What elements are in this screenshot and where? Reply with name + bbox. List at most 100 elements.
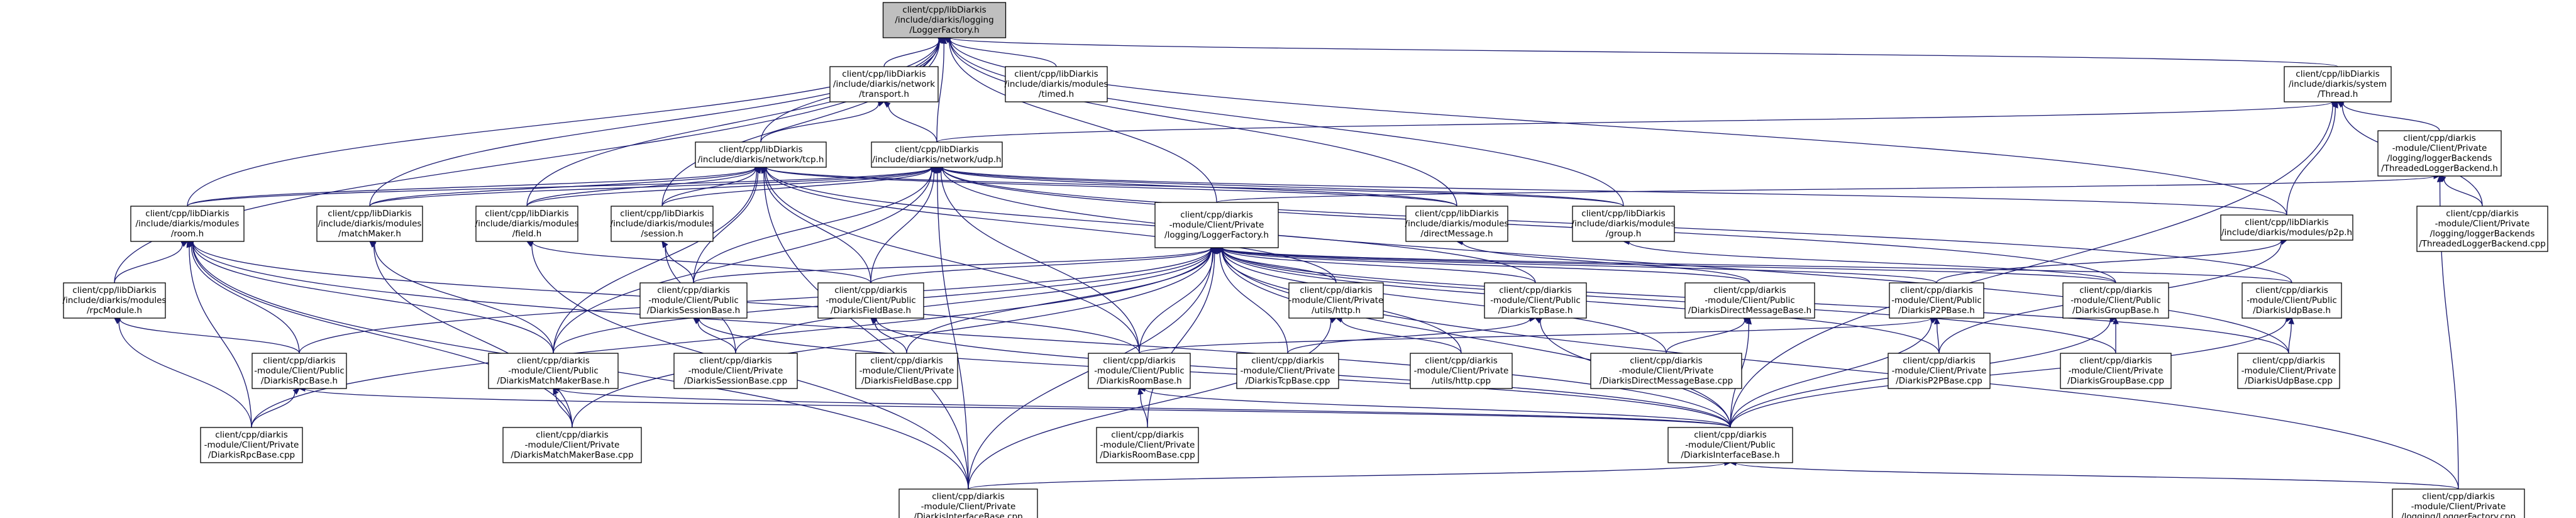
file-node-box — [1154, 202, 1279, 248]
file-node-label: /LoggerFactory.h — [909, 25, 979, 35]
file-node-sessionbase-cpp[interactable]: client/cpp/diarkis-module/Client/Private… — [673, 353, 798, 389]
file-node-label: /DiarkisUdpBase.h — [2253, 306, 2331, 316]
file-node-label: /group.h — [1606, 229, 1642, 239]
file-node-tlb-cpp[interactable]: client/cpp/diarkis-module/Client/Private… — [2416, 206, 2548, 252]
file-node-priv-lf-h[interactable]: client/cpp/diarkis-module/Client/Private… — [1154, 202, 1279, 248]
file-node-sessionbase[interactable]: client/cpp/diarkis-module/Client/Public/… — [639, 282, 748, 319]
file-node-group[interactable]: client/cpp/libDiarkis/include/diarkis/mo… — [1572, 206, 1676, 242]
file-node-label: /timed.h — [1039, 89, 1074, 99]
include-edge-room-to-tcp — [187, 164, 762, 207]
file-node-tcp[interactable]: client/cpp/libDiarkis/include/diarkis/ne… — [695, 141, 827, 168]
file-node-room[interactable]: client/cpp/libDiarkis/include/diarkis/mo… — [130, 206, 245, 242]
file-node-box — [898, 488, 1038, 518]
file-node-label: client/cpp/diarkis — [1103, 356, 1175, 366]
file-node-udpbase[interactable]: client/cpp/diarkis-module/Client/Public/… — [2242, 282, 2342, 319]
include-edge-rpcbase-cpp-to-rpcbase — [251, 388, 300, 428]
file-node-p2p[interactable]: client/cpp/libDiarkis/include/diarkis/mo… — [2220, 214, 2353, 241]
file-node-label: client/cpp/libDiarkis — [719, 145, 802, 155]
file-node-label: /logging/LoggerFactory.cpp — [2401, 512, 2516, 518]
file-node-timed[interactable]: client/cpp/libDiarkis/include/diarkis/mo… — [1005, 66, 1108, 102]
file-node-label: /DiarkisDirectMessageBase.cpp — [1600, 376, 1733, 386]
file-node-udpbase-cpp[interactable]: client/cpp/diarkis-module/Client/Private… — [2237, 353, 2340, 389]
file-node-label: /DiarkisGroupBase.h — [2072, 306, 2159, 316]
file-node-roombase[interactable]: client/cpp/diarkis-module/Client/Public/… — [1088, 353, 1191, 389]
file-node-box — [475, 206, 578, 242]
file-node-udp[interactable]: client/cpp/libDiarkis/include/diarkis/ne… — [871, 141, 1003, 168]
file-node-transport[interactable]: client/cpp/libDiarkis/include/diarkis/ne… — [829, 66, 939, 102]
include-edge-udpbase-cpp-to-udpbase — [2288, 317, 2294, 354]
include-edge-session-to-udp — [661, 165, 938, 207]
file-node-box — [1005, 66, 1108, 102]
file-node-field[interactable]: client/cpp/libDiarkis/include/diarkis/mo… — [475, 206, 579, 242]
file-node-thread[interactable]: client/cpp/libDiarkis/include/diarkis/sy… — [2284, 66, 2392, 102]
include-edge-fieldbase-to-field — [526, 239, 871, 284]
file-node-http-h[interactable]: client/cpp/diarkis-module/Client/Private… — [1288, 282, 1384, 319]
file-node-label: /DiarkisInterfaceBase.cpp — [914, 512, 1022, 518]
file-node-label: client/cpp/libDiarkis — [620, 209, 704, 219]
file-node-label: client/cpp/diarkis — [2079, 356, 2152, 366]
file-node-label: client/cpp/diarkis — [657, 285, 729, 295]
file-node-rpcbase[interactable]: client/cpp/diarkis-module/Client/Public/… — [252, 353, 347, 389]
include-edge-fieldbase-cpp-to-priv-lf-h — [906, 246, 1218, 354]
file-node-label: /DiarkisTcpBase.cpp — [1246, 376, 1330, 386]
file-node-lf-cpp[interactable]: client/cpp/diarkis-module/Client/Private… — [2392, 488, 2525, 518]
file-node-label: /logging/loggerBackends — [2387, 153, 2492, 163]
include-edge-tcpbase-cpp-to-tcpbase — [1287, 316, 1537, 354]
file-node-label: client/cpp/libDiarkis — [1415, 209, 1498, 219]
include-edge-udp-to-transport — [883, 101, 937, 143]
file-node-rpcmod[interactable]: client/cpp/libDiarkis/include/diarkis/mo… — [63, 282, 167, 319]
file-node-http-cpp[interactable]: client/cpp/diarkis-module/Client/Private… — [1410, 353, 1513, 389]
file-node-session[interactable]: client/cpp/libDiarkis/include/diarkis/mo… — [611, 206, 714, 242]
file-node-mmbase[interactable]: client/cpp/diarkis-module/Client/Public/… — [488, 353, 619, 389]
file-node-p2pbase[interactable]: client/cpp/diarkis-module/Client/Public/… — [1889, 282, 1984, 319]
file-node-dmbase[interactable]: client/cpp/diarkis-module/Client/Public/… — [1684, 282, 1815, 319]
file-node-label: -module/Client/Private — [2435, 219, 2530, 229]
file-node-label: /DiarkisDirectMessageBase.h — [1688, 306, 1811, 316]
file-node-label: -module/Client/Public — [1490, 295, 1581, 306]
file-node-label: /DiarkisMatchMakerBase.cpp — [511, 450, 633, 460]
file-node-groupbase[interactable]: client/cpp/diarkis-module/Client/Public/… — [2062, 282, 2169, 319]
node-layer: client/cpp/libDiarkis/include/diarkis/lo… — [63, 2, 2548, 518]
file-node-tcpbase[interactable]: client/cpp/diarkis-module/Client/Public/… — [1484, 282, 1587, 319]
file-node-box — [2416, 206, 2548, 252]
file-node-rpcbase-cpp[interactable]: client/cpp/diarkis-module/Client/Private… — [200, 427, 303, 463]
file-node-fieldbase-cpp[interactable]: client/cpp/diarkis-module/Client/Private… — [855, 353, 958, 389]
file-node-ifacebase-cpp[interactable]: client/cpp/diarkis-module/Client/Private… — [898, 488, 1038, 518]
file-node-p2pbase-cpp[interactable]: client/cpp/diarkis-module/Client/Private… — [1888, 353, 1991, 389]
file-node-matchmaker[interactable]: client/cpp/libDiarkis/include/diarkis/mo… — [316, 206, 423, 242]
file-node-box — [1590, 353, 1742, 389]
include-edge-p2pbase-cpp-to-p2pbase — [1933, 317, 1940, 354]
file-node-mmbase-cpp[interactable]: client/cpp/diarkis-module/Client/Private… — [502, 427, 642, 463]
file-node-tlb-h[interactable]: client/cpp/diarkis-module/Client/Private… — [2377, 130, 2502, 177]
file-node-ifacebase[interactable]: client/cpp/diarkis-module/Client/Public/… — [1667, 427, 1793, 463]
file-node-label: client/cpp/diarkis — [2252, 356, 2324, 366]
file-node-label: client/cpp/diarkis — [1425, 356, 1497, 366]
file-node-dmbase-cpp[interactable]: client/cpp/diarkis-module/Client/Private… — [1590, 353, 1742, 389]
file-node-label: client/cpp/diarkis — [517, 356, 589, 366]
include-edge-p2p-to-thread — [2286, 101, 2338, 216]
file-node-label: -module/Client/Public — [2070, 295, 2161, 306]
include-edge-udp-to-lf-h — [936, 36, 948, 143]
file-node-box — [2237, 353, 2340, 389]
file-node-label: /Thread.h — [2318, 89, 2358, 99]
include-edge-thread-to-lf-h — [943, 35, 2338, 67]
include-edge-fieldbase-to-priv-lf-h — [870, 245, 1218, 284]
file-node-roombase-cpp[interactable]: client/cpp/diarkis-module/Client/Private… — [1096, 427, 1199, 463]
file-node-label: client/cpp/diarkis — [2079, 285, 2152, 295]
file-node-label: /include/diarkis/modules — [318, 219, 422, 229]
include-edge-rpcbase-to-rpcmod — [113, 316, 300, 354]
file-node-directmsg[interactable]: client/cpp/libDiarkis/include/diarkis/mo… — [1405, 206, 1509, 242]
file-node-fieldbase[interactable]: client/cpp/diarkis-module/Client/Public/… — [817, 282, 924, 319]
include-edge-sessionbase-cpp-to-sessionbase — [693, 317, 736, 354]
file-node-lf-h[interactable]: client/cpp/libDiarkis/include/diarkis/lo… — [882, 2, 1007, 38]
file-node-groupbase-cpp[interactable]: client/cpp/diarkis-module/Client/Private… — [2060, 353, 2172, 389]
include-edge-udpbase-to-priv-lf-h — [1215, 245, 2292, 284]
file-node-label: client/cpp/diarkis — [870, 356, 943, 366]
file-node-label: /rpcModule.h — [87, 306, 142, 316]
include-edge-rpcbase-to-room — [187, 241, 300, 354]
file-node-box — [2392, 488, 2525, 518]
file-node-box — [695, 141, 827, 168]
file-node-tcpbase-cpp[interactable]: client/cpp/diarkis-module/Client/Private… — [1236, 353, 1339, 389]
include-edge-rpcbase-to-priv-lf-h — [299, 245, 1218, 354]
file-node-box — [1288, 282, 1384, 319]
